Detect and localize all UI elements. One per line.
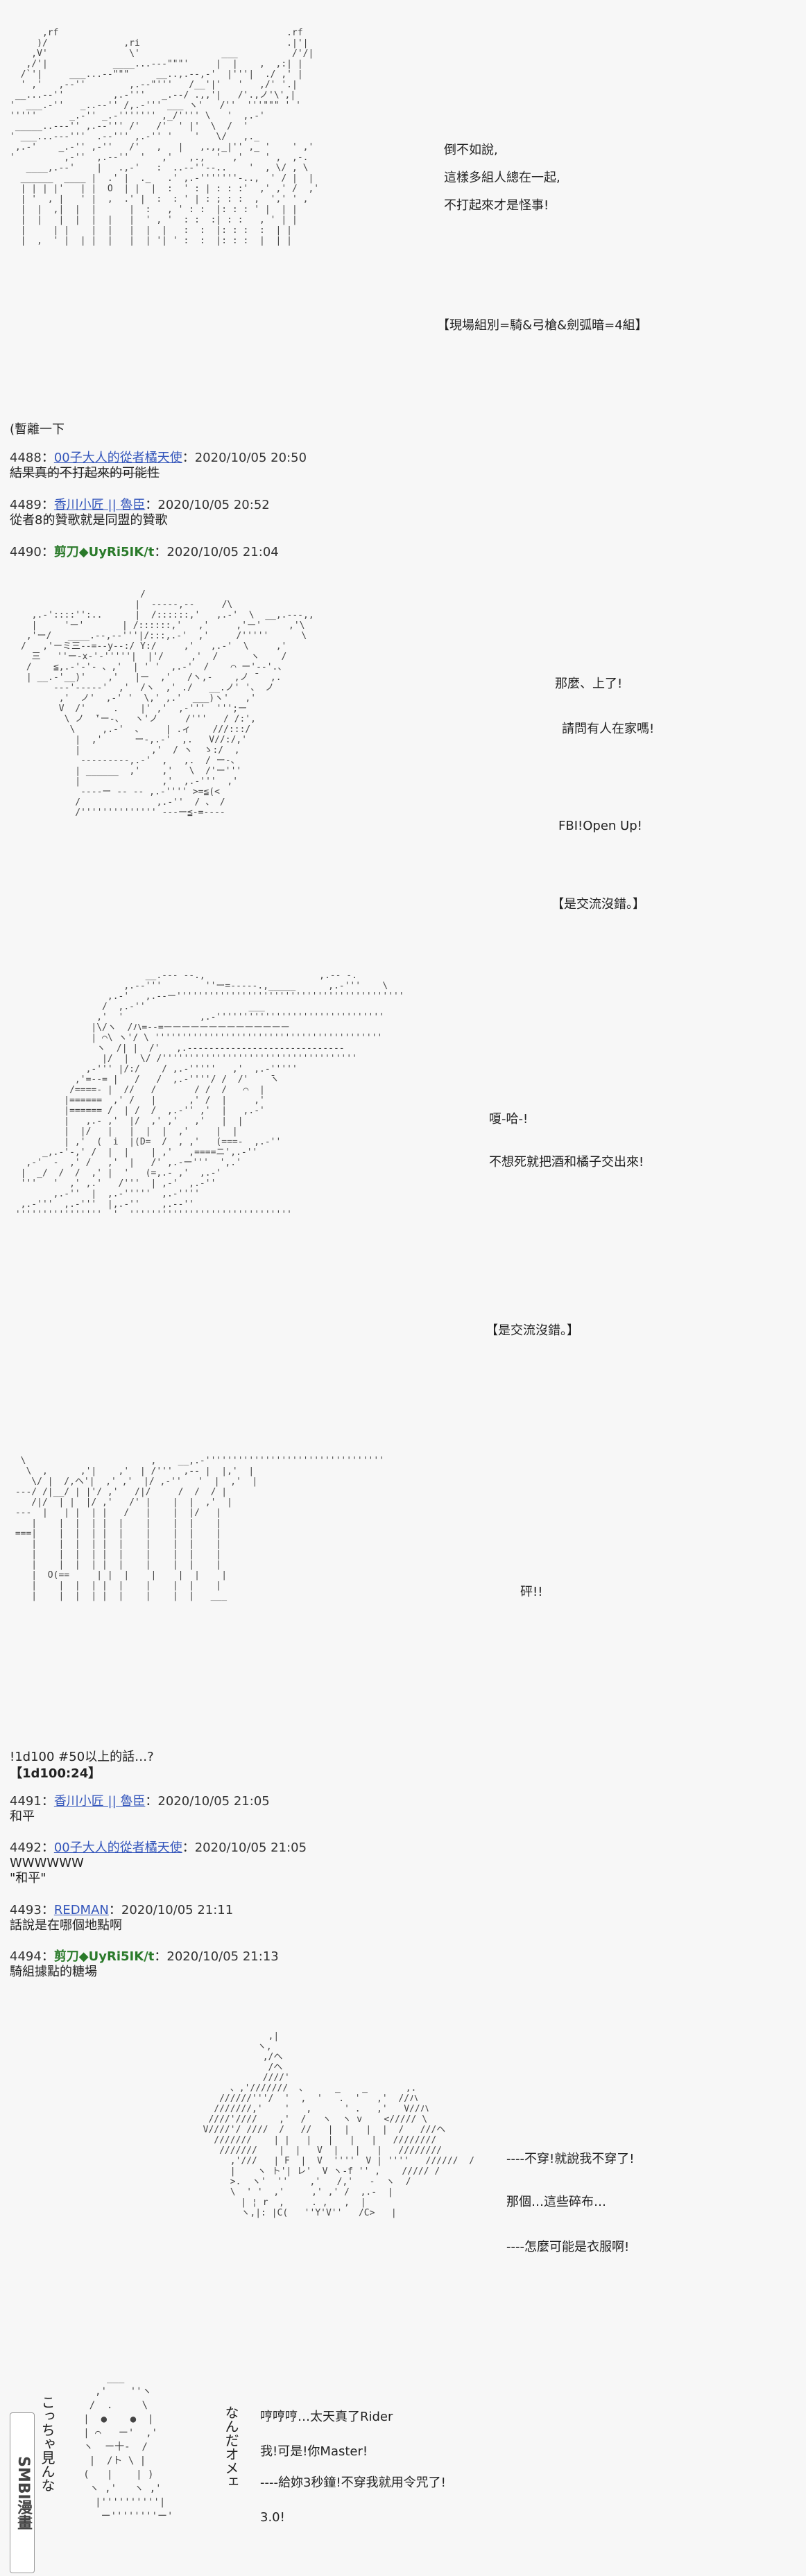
dialogue-line: 倒不如說, — [444, 143, 498, 157]
note-line: (暫離一下 — [10, 422, 65, 437]
vertical-text-right: なんだオメェ — [223, 2405, 239, 2489]
dialogue-line: 哼哼哼…太天真了Rider — [260, 2410, 393, 2424]
poster-name-link[interactable]: 00子大人的從者橘天使 — [53, 1840, 182, 1855]
post-body: 和平 — [10, 1809, 35, 1824]
ascii-art-scene-3: __.--- --., ,.-- -. ,.--''' ''ー=-----.,_… — [15, 971, 404, 1220]
dialogue-line: 那麼、上了! — [555, 677, 623, 691]
situation-tag: 【是交流沒錯。】 — [551, 897, 645, 912]
post-4489: 4489：香川小匠 || 魯臣：2020/10/05 20:52 從者8的贊歌就… — [10, 498, 270, 528]
dialogue-line: 不打起來才是怪事! — [444, 198, 549, 213]
poster-name: 剪刀◆UyRi5IK/t — [53, 1949, 155, 1964]
dialogue-line: ----怎麼可能是衣服啊! — [506, 2240, 630, 2254]
post-4488: 4488：00子大人的從者橘天使：2020/10/05 20:50 結果真的不打… — [10, 451, 307, 480]
poster-name: 剪刀◆UyRi5IK/t — [53, 545, 155, 559]
vertical-text-left: こっちゃ見んな — [39, 2395, 55, 2492]
dialogue-line: 砰!! — [520, 1585, 543, 1599]
dialogue-line: 那個…這些碎布… — [506, 2195, 606, 2209]
dialogue-line: 不想死就把酒和橘子交出來! — [489, 1155, 644, 1169]
post-4492: 4492：00子大人的從者橘天使：2020/10/05 21:05 WWWWWW… — [10, 1840, 307, 1886]
dialogue-line: ----不穿!就說我不穿了! — [506, 2152, 635, 2166]
ascii-art-scene-5: ,| ヽ, ,/ヘ /ヘ ////' 、,'/////// 、 _ _ ,. /… — [203, 2031, 474, 2218]
ascii-art-scene-2: / | -----,-- /\ ,.-'::::'':.. | /::::::,… — [21, 589, 314, 818]
poster-name-link[interactable]: REDMAN — [53, 1903, 109, 1917]
situation-tag: 【是交流沒錯。】 — [486, 1323, 579, 1338]
poster-name-link[interactable]: 00子大人的從者橘天使 — [53, 451, 182, 465]
post-body: 結果真的不打起來的可能性 — [10, 466, 160, 480]
dialogue-line: 嗄-哈-! — [489, 1112, 529, 1126]
post-4494: 4494：剪刀◆UyRi5IK/t：2020/10/05 21:13 騎組據點的… — [10, 1949, 279, 1979]
post-4491: 4491：香川小匠 || 魯臣：2020/10/05 21:05 和平 — [10, 1794, 270, 1824]
ascii-art-scene-6: ___ ,' ''ヽ / . \ | ● ● | | ⌒ ー' ,' ヽ ー十-… — [83, 2372, 173, 2522]
dialogue-line: 我!可是!你Master! — [260, 2444, 368, 2459]
poster-name-link[interactable]: 香川小匠 || 魯臣 — [53, 498, 146, 512]
dialogue-line: 3.0! — [260, 2510, 285, 2525]
dialogue-line: 這樣多組人總在一起, — [444, 171, 560, 185]
dialogue-line: ----給妳3秒鐘!不穿我就用令咒了! — [260, 2475, 446, 2490]
situation-tag: 【現場組別=騎&弓槍&劍弧暗=4組】 — [437, 318, 648, 333]
post-body: 話說是在哪個地點啊 — [10, 1918, 122, 1933]
site-watermark: SMBI漫畫 — [10, 2412, 35, 2573]
poster-name-link[interactable]: 香川小匠 || 魯臣 — [53, 1794, 146, 1809]
post-body: 騎組據點的糖場 — [10, 1965, 97, 1979]
post-body: WWWWWW "和平" — [10, 1856, 84, 1886]
ascii-art-scene-4: \ , __,.-'''''''''''''''''''''''''''''''… — [15, 1456, 385, 1601]
ascii-art-scene-1: ,rf .rf )/ ,ri .|'| ,V' \' ___ /'/| ,/'|… — [10, 28, 320, 246]
dice-result: 【1d100:24】 — [10, 1766, 101, 1781]
post-body: 從者8的贊歌就是同盟的贊歌 — [10, 513, 168, 528]
post-4493: 4493：REDMAN：2020/10/05 21:11 話說是在哪個地點啊 — [10, 1903, 234, 1933]
dice-command: !1d100 #50以上的話…? — [10, 1750, 154, 1764]
post-4490: 4490：剪刀◆UyRi5IK/t：2020/10/05 21:04 — [10, 545, 279, 559]
dialogue-line: FBI!Open Up! — [558, 819, 642, 833]
dialogue-line: 請問有人在家嗎! — [562, 722, 655, 736]
